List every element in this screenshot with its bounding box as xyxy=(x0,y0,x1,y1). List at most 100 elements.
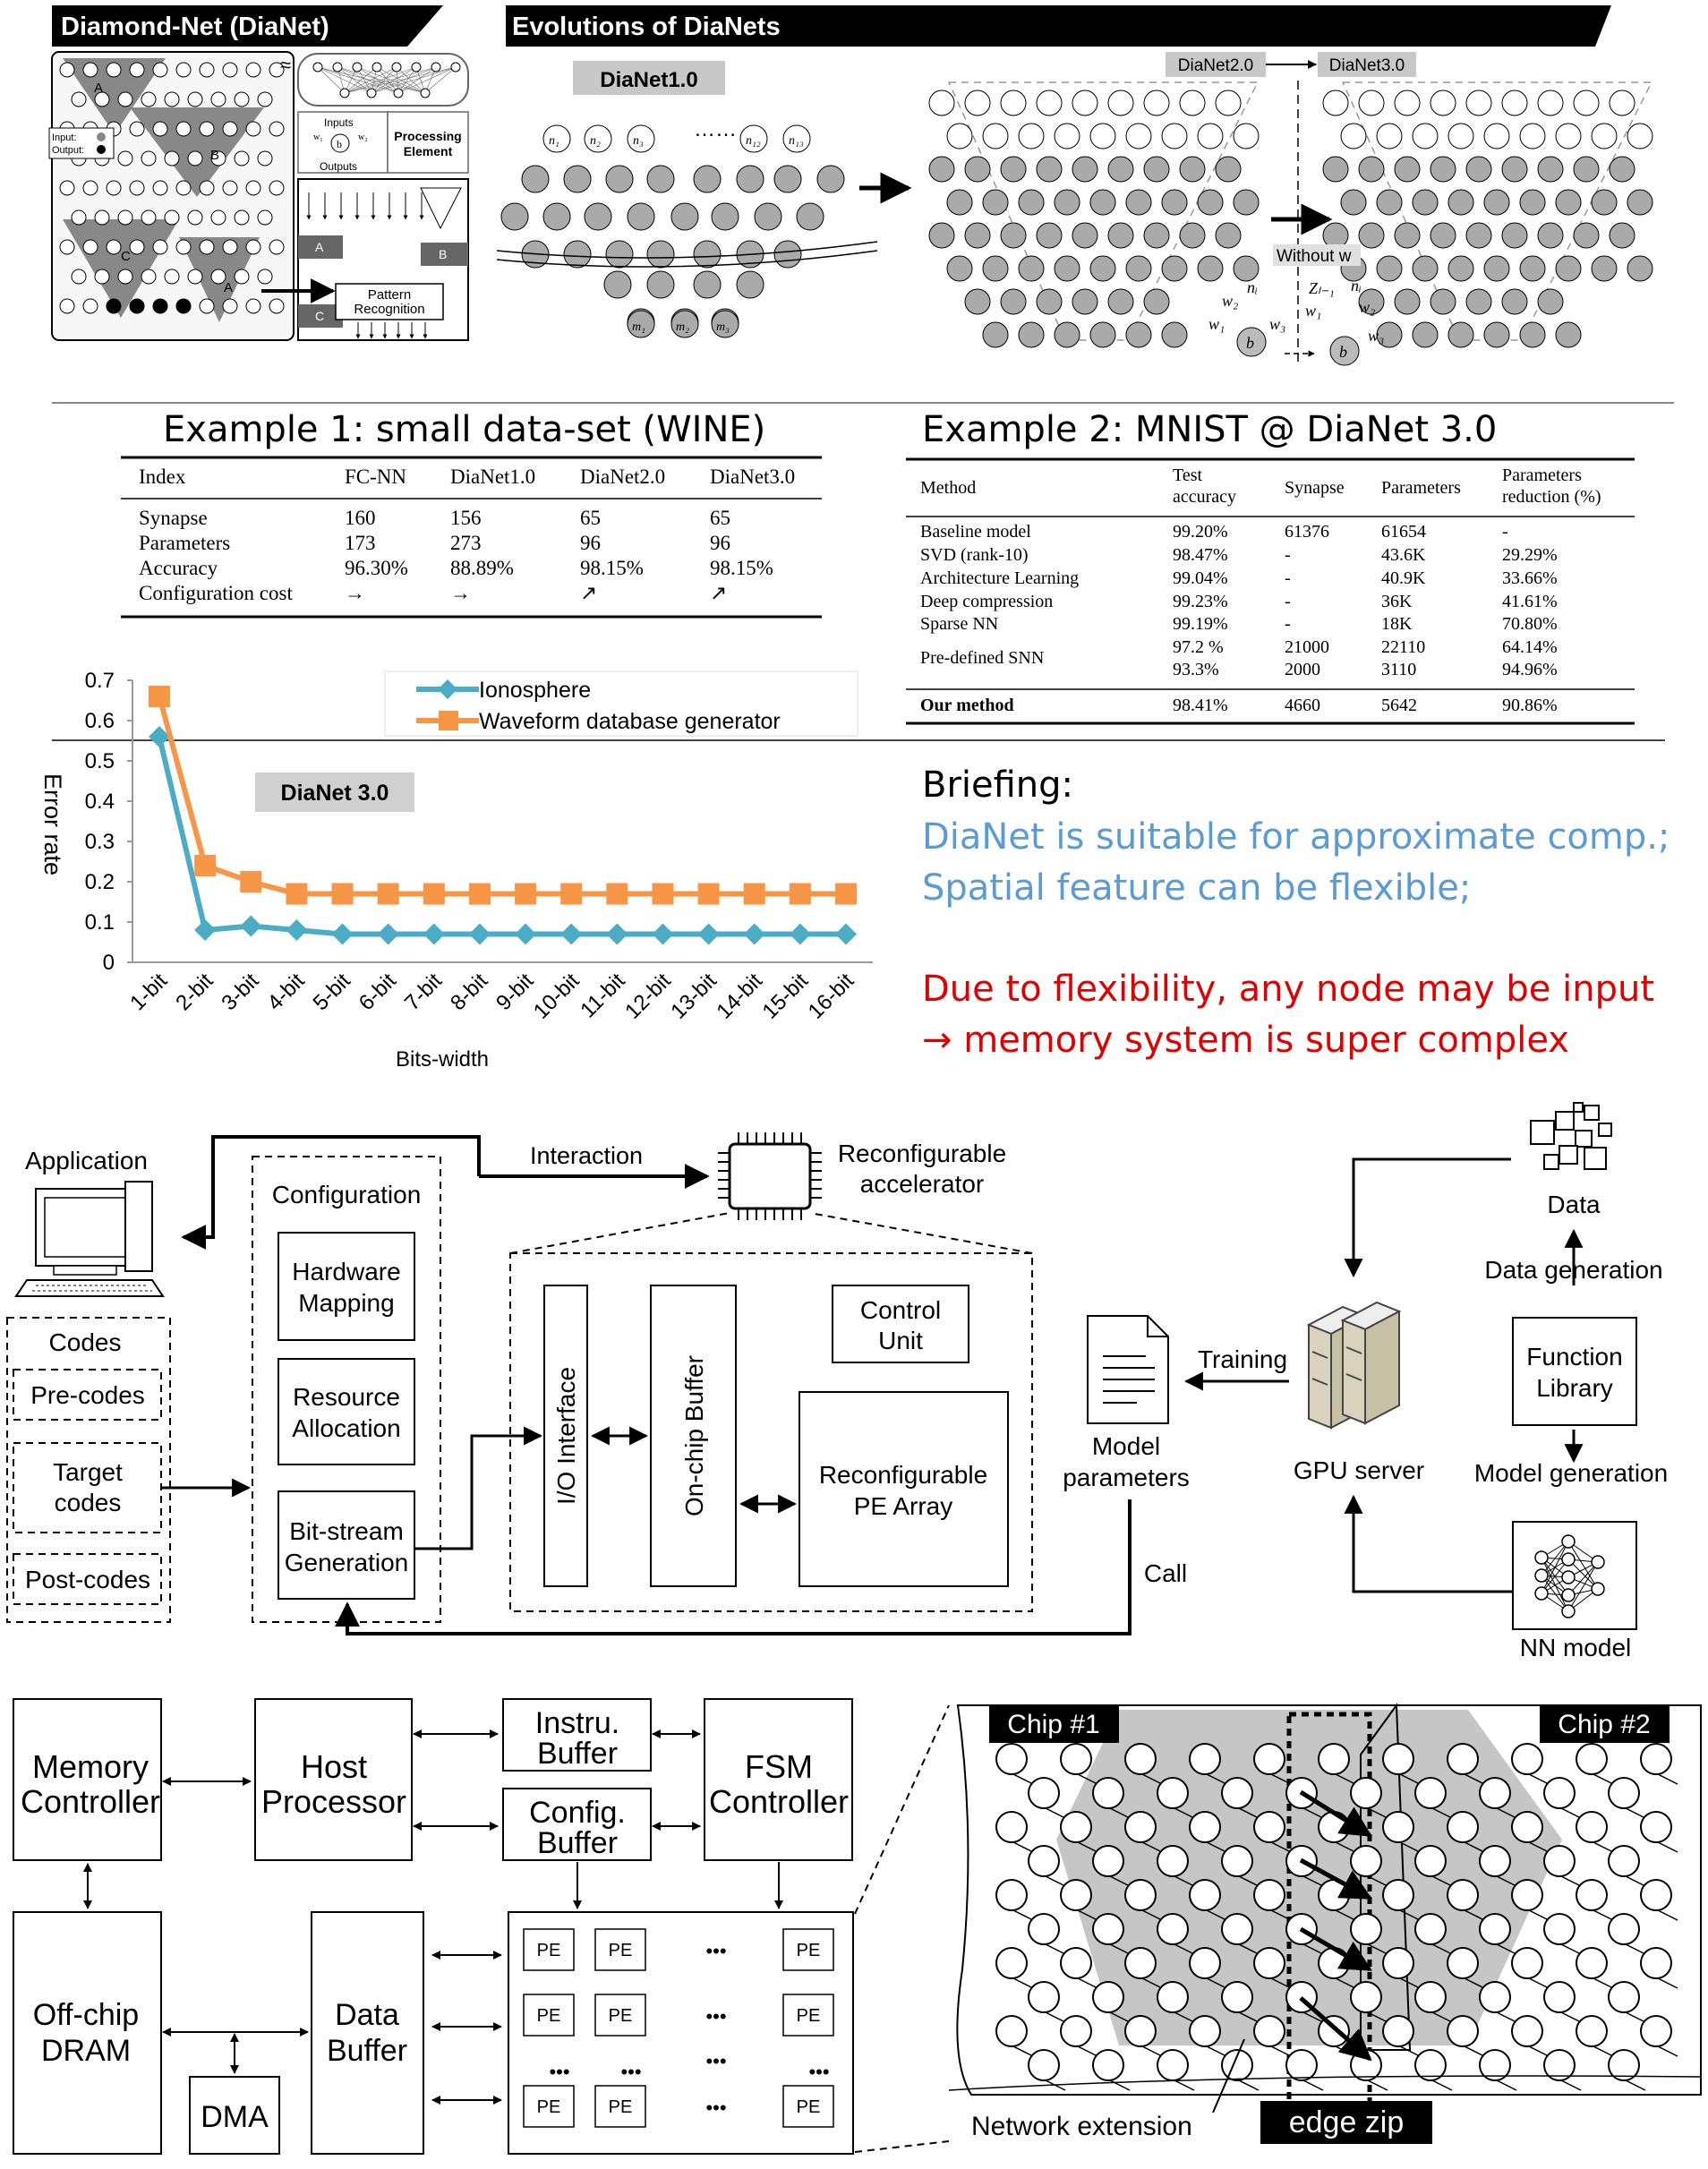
network-node xyxy=(129,180,145,196)
network-node xyxy=(82,180,98,196)
data-square xyxy=(1543,1154,1559,1170)
fsm-controller-label-2: Controller xyxy=(709,1783,849,1820)
chip-edge xyxy=(1236,2079,1260,2091)
training-label: Training xyxy=(1198,1345,1287,1373)
chip-edge xyxy=(1107,2079,1131,2091)
example2-final-cell: Our method xyxy=(920,696,1014,715)
chip-node xyxy=(995,1879,1028,1911)
dianet-node xyxy=(1501,90,1528,116)
function-library-label-2: Library xyxy=(1536,1374,1613,1402)
chip-edge xyxy=(1172,2011,1195,2023)
diamond-net-header-bg xyxy=(52,5,443,47)
target-codes-label-1: Target xyxy=(53,1458,123,1486)
chip-node xyxy=(1414,2049,1447,2081)
dianet-node xyxy=(1430,288,1456,315)
chip-edge xyxy=(1430,2079,1453,2091)
dianet-diamond-outline xyxy=(1341,81,1653,341)
chart-y-tick-label: 0.5 xyxy=(85,749,115,773)
example2-final-cell: 90.86% xyxy=(1502,696,1558,715)
chip-node xyxy=(1479,2049,1511,2081)
network-node xyxy=(210,269,226,285)
chip-edge xyxy=(1365,2011,1388,2023)
network-node xyxy=(94,269,110,285)
dianet-node xyxy=(1448,255,1474,282)
edge-zip-tag xyxy=(1260,2101,1432,2144)
chip-node xyxy=(1028,1777,1060,1809)
dianet-node xyxy=(1627,255,1653,282)
control-unit-label-1: Control xyxy=(860,1296,941,1324)
chip-edge xyxy=(1462,1772,1485,1785)
pe-cell xyxy=(523,2085,575,2128)
chart-legend-label: Waveform database generator xyxy=(479,709,781,734)
dianet-node xyxy=(1072,90,1098,116)
configuration-label: Configuration xyxy=(272,1181,422,1208)
example1-cell: → xyxy=(450,582,471,604)
dianet-node xyxy=(964,288,991,315)
model-parameters-label-1: Model xyxy=(1092,1432,1160,1460)
example1-cell: 98.15% xyxy=(710,557,773,579)
chip-edge xyxy=(1011,1772,1034,1785)
dianet-node xyxy=(1519,321,1546,348)
network-node xyxy=(257,269,273,285)
nn-model-label: NN model xyxy=(1520,1634,1631,1661)
chip-node xyxy=(995,1947,1028,1979)
bias-node xyxy=(330,133,350,153)
example1-cell: 156 xyxy=(450,507,482,529)
chip-edge xyxy=(1011,1840,1034,1853)
post-codes-label: Post-codes xyxy=(25,1566,150,1593)
example2-final-cell: 4660 xyxy=(1285,696,1320,715)
chip-node xyxy=(1318,1743,1350,1775)
dianet10-hidden-node xyxy=(646,240,675,269)
chip-node xyxy=(1157,1981,1189,2013)
architecture-panel: Memory Controller Host Processor Instru.… xyxy=(13,1698,1702,2155)
dma-label: DMA xyxy=(201,2100,269,2134)
example2-cell: 2000 xyxy=(1285,660,1320,679)
dianet-node xyxy=(1448,321,1474,348)
network-node xyxy=(82,62,98,78)
pe-cell xyxy=(523,1928,575,1971)
nn-edge xyxy=(1567,1558,1599,1590)
chart-point xyxy=(835,923,857,945)
chip-edge xyxy=(1140,1772,1163,1785)
fc-node xyxy=(371,62,382,73)
network-node xyxy=(94,209,110,226)
dianet-node xyxy=(1125,123,1152,149)
dianet-node xyxy=(1501,222,1528,249)
diamond-net-figure xyxy=(59,58,285,322)
pe-label: PE xyxy=(797,1941,821,1960)
ni-label-2: nᵢ xyxy=(1351,277,1362,295)
dianet-node xyxy=(1233,255,1260,282)
chart-x-label: Bits-width xyxy=(396,1047,489,1072)
interaction-label: Interaction xyxy=(530,1142,643,1169)
briefing-red-line-1: Due to flexibility, any node may be inpu… xyxy=(922,969,1654,1010)
chip-edge xyxy=(1268,2045,1292,2057)
hardware-mapping-label-1: Hardware xyxy=(292,1258,400,1285)
chip-edge xyxy=(1301,2011,1324,2023)
dianet-node xyxy=(1161,255,1188,282)
dianet-node xyxy=(1591,123,1618,149)
ni-label-1: nᵢ xyxy=(1247,278,1258,296)
io-interface-box xyxy=(543,1285,588,1587)
network-node xyxy=(245,298,261,314)
bias-node-1-label: b xyxy=(1246,334,1254,352)
chart-point xyxy=(377,923,399,945)
network-node xyxy=(257,150,273,167)
fc-node xyxy=(420,88,431,98)
dianet-node xyxy=(1555,123,1582,149)
network-node xyxy=(106,62,122,78)
chart-title-tag xyxy=(255,773,414,812)
w3-label-1: w₃ xyxy=(1269,315,1285,333)
chip-edge xyxy=(1494,1874,1517,1887)
chip-edge xyxy=(1623,1806,1646,1819)
network-node xyxy=(269,239,285,255)
network-node xyxy=(129,62,145,78)
io-interface-label: I/O Interface xyxy=(552,1367,580,1505)
chip-node xyxy=(1124,1879,1157,1911)
dianet-node xyxy=(1197,123,1224,149)
dianet10-output-node xyxy=(670,310,699,338)
dianet-node xyxy=(1537,156,1564,183)
chart-x-tick-label: 7-bit xyxy=(400,969,447,1015)
chip-node xyxy=(1028,1913,1060,1945)
dianet10-hidden-node xyxy=(563,240,592,269)
